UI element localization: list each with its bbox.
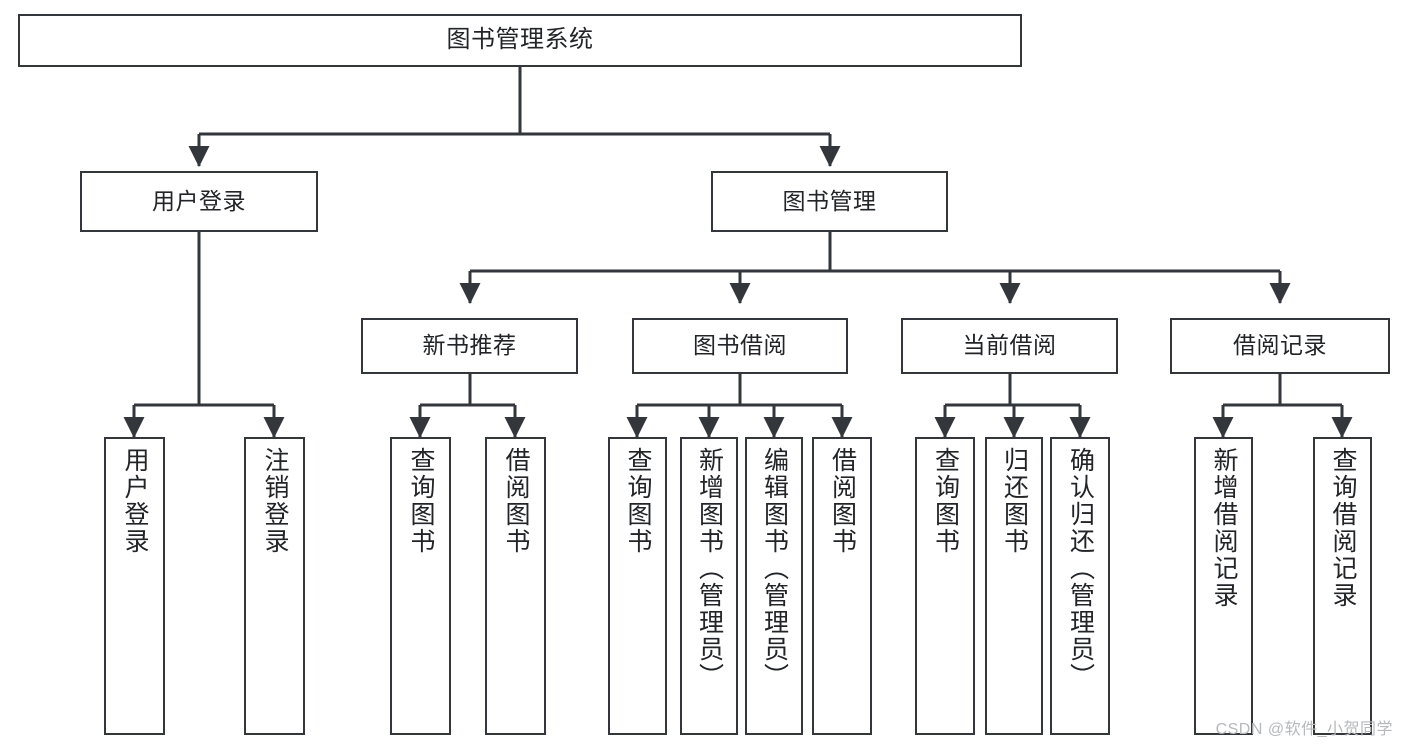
leaf-leaf-user-logout-label: 注销登录 (261, 447, 289, 555)
node-borrow-record-label: 借阅记录 (1233, 332, 1327, 359)
leaf-leaf-user-login[interactable]: 用户登录 (104, 437, 165, 735)
node-book-borrow[interactable]: 图书借阅 (632, 318, 848, 374)
node-book-manage-label: 图书管理 (782, 187, 877, 214)
node-borrow-record[interactable]: 借阅记录 (1170, 318, 1390, 374)
leaf-leaf-borrow-edit[interactable]: 编辑图书（管理员） (745, 437, 803, 735)
leaf-leaf-rec-search[interactable]: 查询借阅记录 (1313, 437, 1372, 735)
leaf-leaf-rec-borrow[interactable]: 借阅图书 (485, 437, 546, 735)
node-current-borrow[interactable]: 当前借阅 (901, 318, 1118, 374)
leaf-leaf-borrow-edit-label: 编辑图书（管理员） (760, 447, 789, 690)
leaf-leaf-rec-add[interactable]: 新增借阅记录 (1194, 437, 1253, 735)
node-user-login[interactable]: 用户登录 (80, 171, 318, 232)
leaf-leaf-rec-borrow-label: 借阅图书 (502, 447, 530, 555)
leaf-leaf-cur-confirm[interactable]: 确认归还（管理员） (1050, 437, 1110, 735)
node-book-manage[interactable]: 图书管理 (711, 171, 948, 232)
node-root-label: 图书管理系统 (446, 26, 594, 54)
leaf-leaf-borrow-add-label: 新增图书（管理员） (695, 447, 724, 690)
leaf-leaf-user-login-label: 用户登录 (121, 447, 149, 555)
node-current-borrow-label: 当前借阅 (962, 332, 1057, 359)
node-book-borrow-label: 图书借阅 (693, 332, 787, 359)
node-root[interactable]: 图书管理系统 (18, 14, 1022, 67)
node-user-login-label: 用户登录 (152, 187, 246, 214)
watermark: CSDN @软件_小贺同学 (1215, 721, 1393, 738)
node-new-book-rec[interactable]: 新书推荐 (361, 318, 578, 374)
leaf-leaf-borrow-add[interactable]: 新增图书（管理员） (680, 437, 738, 735)
leaf-leaf-borrow-query[interactable]: 查询图书 (608, 437, 667, 735)
leaf-leaf-cur-return-label: 归还图书 (1000, 447, 1029, 555)
leaf-leaf-rec-add-label: 新增借阅记录 (1210, 447, 1238, 609)
leaf-leaf-borrow-do[interactable]: 借阅图书 (812, 437, 872, 735)
leaf-leaf-cur-return[interactable]: 归还图书 (985, 437, 1043, 735)
leaf-leaf-cur-query[interactable]: 查询图书 (915, 437, 975, 735)
leaf-leaf-rec-query[interactable]: 查询图书 (390, 437, 451, 735)
leaf-leaf-borrow-do-label: 借阅图书 (828, 447, 857, 555)
leaf-leaf-rec-query-label: 查询图书 (407, 447, 435, 555)
leaf-leaf-cur-query-label: 查询图书 (931, 447, 960, 555)
leaf-leaf-cur-confirm-label: 确认归还（管理员） (1066, 447, 1095, 690)
node-new-book-rec-label: 新书推荐 (422, 332, 517, 359)
leaf-leaf-rec-search-label: 查询借阅记录 (1329, 447, 1357, 609)
leaf-leaf-borrow-query-label: 查询图书 (624, 447, 652, 555)
leaf-leaf-user-logout[interactable]: 注销登录 (244, 437, 305, 735)
